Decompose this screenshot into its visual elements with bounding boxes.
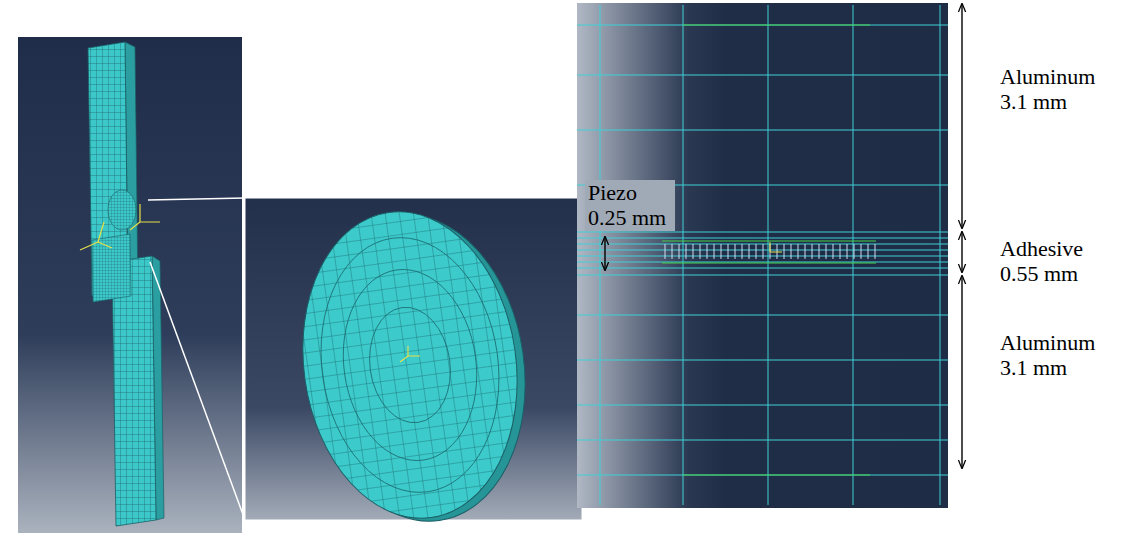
- layer-label: Piezo 0.25 mm: [585, 180, 675, 231]
- dimension-label: Adhesive 0.55 mm: [1000, 236, 1104, 287]
- viewport-background: [18, 37, 242, 533]
- dimension-label: Aluminum 3.1 mm: [1000, 64, 1104, 115]
- dimension-label: Aluminum 3.1 mm: [1000, 330, 1104, 381]
- section-view-background: [577, 3, 948, 508]
- dimension-arrows: [605, 4, 962, 468]
- zoom-lines: [148, 198, 245, 520]
- axis-triad: [80, 204, 160, 250]
- specimen-mesh: [88, 42, 164, 526]
- piezo-disc-mesh: [284, 198, 545, 533]
- section-mesh: [577, 5, 948, 505]
